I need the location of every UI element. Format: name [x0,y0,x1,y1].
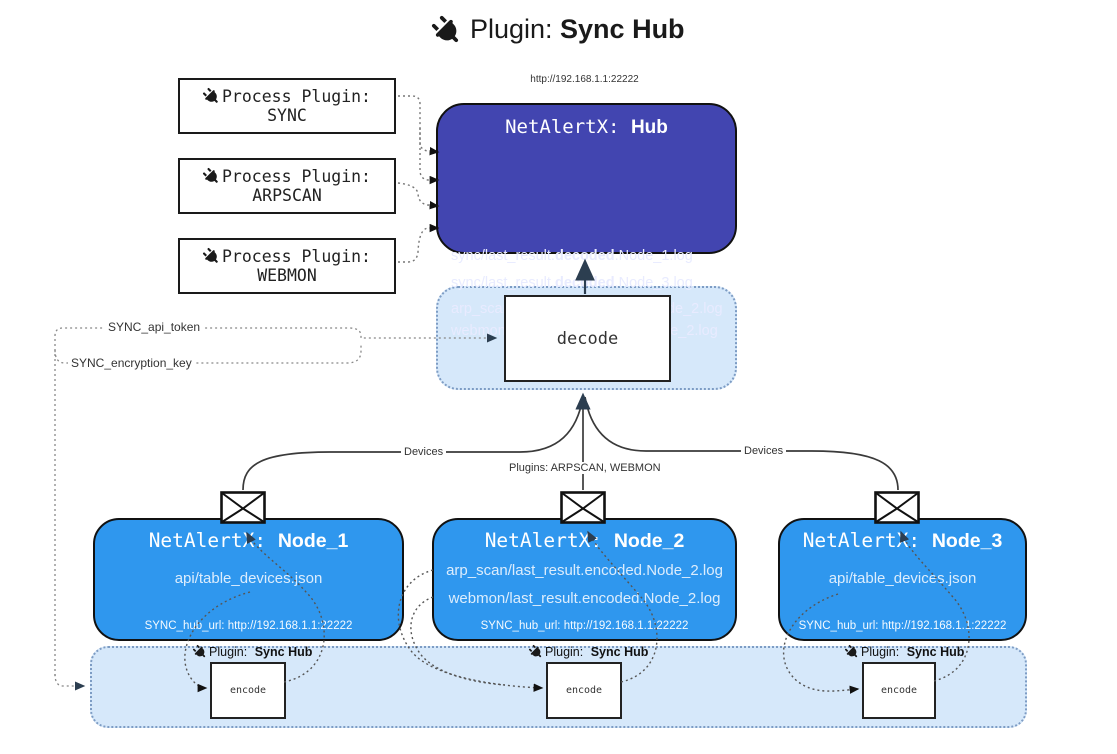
page-title-name: Sync Hub [560,14,685,44]
decode-label: decode [556,328,619,349]
envelope-icon [220,491,266,524]
plug-icon [426,10,468,52]
hub-title-name: Hub [630,117,668,138]
plugins-edge-label: Plugins: ARPSCAN, WEBMON [506,462,664,474]
node-line: arp_scan/last_result.encoded.Node_2.log [446,562,723,579]
node-hub-url: SYNC_hub_url: http://192.168.1.1:22222 [480,620,689,632]
page-title-prefix: Plugin: [469,14,553,44]
envelope-icon [560,491,606,524]
node-to-decode-edges [242,392,899,491]
hub-log-line: sync/last_result.decoded.Node_3.log [451,275,693,291]
encoder-label: Plugin: Sync Hub [193,645,312,659]
encoder-label: Plugin: Sync Hub [529,645,648,659]
encode-box: encode [546,662,622,719]
hub-title: NetAlertX: Hub [438,116,735,139]
process-plugin-name: WEBMON [257,266,317,285]
hub-box: NetAlertX: Hub sync/last_result.decoded.… [436,103,737,339]
process-plugin-label: Process Plugin: [221,87,371,106]
node-2-box: NetAlertX: Node_2 arp_scan/last_result.e… [432,518,737,641]
node-line: api/table_devices.json [174,570,323,587]
process-plugin-sync: Process Plugin: SYNC [178,78,396,134]
plug-icon [199,84,223,108]
sync-api-token-label: SYNC_api_token [105,320,204,334]
process-plugin-name: ARPSCAN [252,186,322,205]
plug-icon [199,164,223,188]
hub-title-prefix: NetAlertX: [505,116,620,138]
node-line: api/table_devices.json [828,570,977,587]
node-title: NetAlertX: Node_1 [148,529,349,552]
process-plugin-label: Process Plugin: [221,247,371,266]
node-hub-url: SYNC_hub_url: http://192.168.1.1:22222 [798,620,1007,632]
node-title: NetAlertX: Node_2 [484,529,685,552]
process-plugin-webmon: Process Plugin: WEBMON [178,238,396,294]
node-3-box: NetAlertX: Node_3 api/table_devices.json… [778,518,1027,641]
process-plugin-name: SYNC [267,106,307,125]
plug-icon [190,642,210,662]
node-hub-url: SYNC_hub_url: http://192.168.1.1:22222 [144,620,353,632]
hub-log-line: sync/last_result.decoded.Node_1.log [451,248,693,264]
plug-icon [526,642,546,662]
devices-label-left: Devices [401,446,447,458]
process-plugin-label: Process Plugin: [221,167,371,186]
sync-encryption-key-label: SYNC_encryption_key [68,356,195,370]
node-line: webmon/last_result.encoded.Node_2.log [448,590,721,607]
plug-icon [199,244,223,268]
plugin-to-hub-connectors [397,95,440,263]
node-1-box: NetAlertX: Node_1 api/table_devices.json… [93,518,404,641]
envelope-icon [874,491,920,524]
node-title: NetAlertX: Node_3 [802,529,1003,552]
hub-url: http://192.168.1.1:22222 [530,74,639,85]
plug-icon [842,642,862,662]
devices-label-right: Devices [741,445,787,457]
process-plugin-arpscan: Process Plugin: ARPSCAN [178,158,396,214]
page-title: Plugin: Sync Hub [0,14,1117,46]
encode-box: encode [210,662,286,719]
encode-box: encode [862,662,936,719]
decode-box: decode [504,295,671,382]
encoder-label: Plugin: Sync Hub [845,645,964,659]
